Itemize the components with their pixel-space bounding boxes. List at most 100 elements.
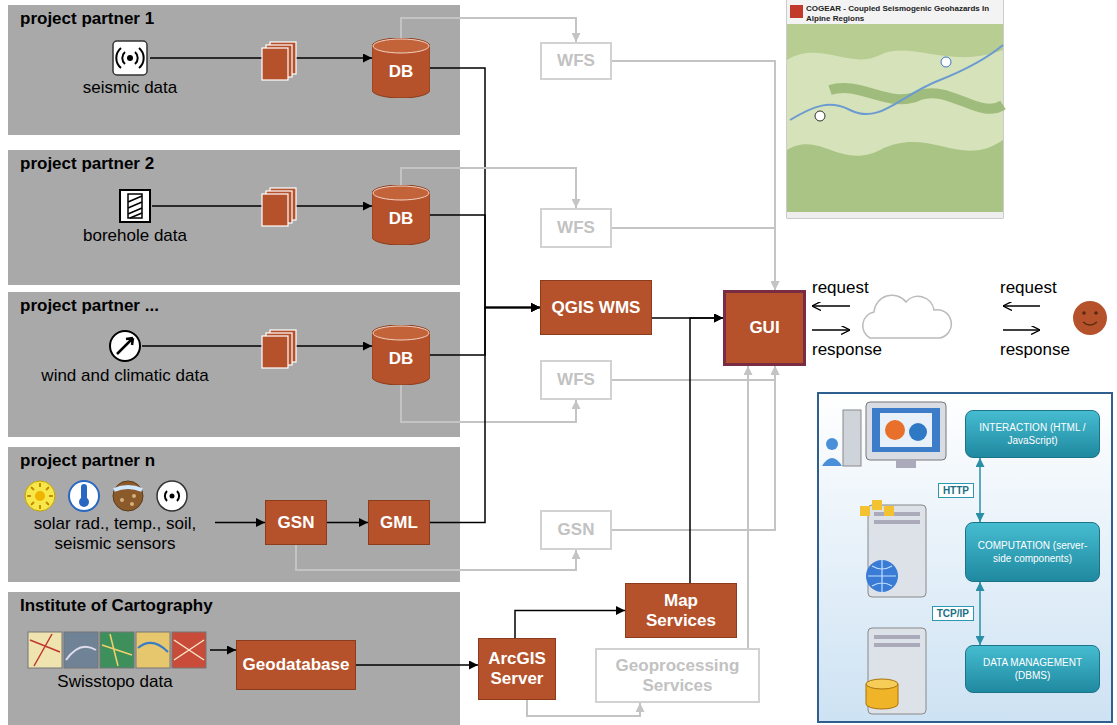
sensor-icons xyxy=(35,491,45,501)
connector xyxy=(515,611,625,639)
connector xyxy=(430,68,540,308)
network-cloud xyxy=(863,295,952,338)
sensor-icons xyxy=(69,481,99,511)
process-box: Map Services xyxy=(625,583,737,638)
node-text: GUI xyxy=(749,318,779,338)
map-tiles xyxy=(30,634,60,666)
client-computer xyxy=(896,460,916,468)
data-source: solar rad., temp., soil, seismic sensors xyxy=(15,478,215,573)
connector xyxy=(979,458,981,522)
client-computer xyxy=(872,408,940,452)
client-computer xyxy=(822,402,946,468)
node-text: DB xyxy=(389,341,414,369)
flow-label: request xyxy=(1000,278,1090,298)
map-screenshot xyxy=(790,45,1003,120)
borehole-icon xyxy=(128,196,142,218)
server-computer xyxy=(884,506,894,516)
server-computer xyxy=(860,500,926,597)
tier-box: INTERACTION (HTML / JavaScript) xyxy=(965,410,1100,458)
node-text: WFS xyxy=(557,370,595,390)
window-title: COGEAR - Coupled Seismogenic Geohazards … xyxy=(806,4,1000,24)
band-heading: project partner 1 xyxy=(20,9,448,29)
server-computer xyxy=(868,560,896,592)
protocol-label: TCP/IP xyxy=(932,606,974,621)
connector xyxy=(327,522,368,524)
map-tiles xyxy=(138,643,168,652)
node-text: DATA MANAGEMENT (DBMS) xyxy=(972,656,1093,682)
client-computer xyxy=(843,410,861,466)
user-face xyxy=(1094,311,1098,315)
client-computer xyxy=(826,438,838,450)
document-stack xyxy=(262,330,296,368)
node-text: wind and climatic data xyxy=(15,366,235,386)
flow-label: request xyxy=(812,278,902,298)
map-screenshot xyxy=(787,24,1003,212)
client-computer xyxy=(909,423,927,441)
tier-box: COMPUTATION (server-side components) xyxy=(965,522,1100,582)
server-computer xyxy=(866,560,898,592)
seismic-icon xyxy=(127,55,133,61)
node-text: Map Services xyxy=(630,591,732,631)
sensor-icons xyxy=(130,502,134,506)
map-tiles xyxy=(102,634,132,666)
partner-band: Institute of CartographySwisstopo data Ge… xyxy=(8,592,460,725)
band-heading: project partner n xyxy=(20,451,448,471)
partner-band: project partner ... wind and climatic dat… xyxy=(8,292,460,437)
request-response-arrows xyxy=(1003,329,1040,331)
connector xyxy=(527,700,640,716)
node-text: Geodatabase xyxy=(243,655,350,675)
cylinder-top xyxy=(373,326,429,340)
wind-icon xyxy=(110,331,140,361)
database-server xyxy=(874,643,920,647)
database-cylinder: DB xyxy=(372,325,430,385)
user-face xyxy=(1073,301,1107,335)
map-tiles xyxy=(174,640,204,660)
sensor-icons xyxy=(120,498,124,502)
flow-label: response xyxy=(1000,340,1090,360)
server-computer xyxy=(860,506,870,516)
connector xyxy=(401,385,576,422)
client-computer xyxy=(885,420,905,440)
service-box: WFS xyxy=(540,208,612,248)
map-screenshot xyxy=(787,212,1003,218)
user-face xyxy=(1073,301,1107,335)
sensor-icons xyxy=(132,494,136,498)
user-face xyxy=(1083,322,1097,325)
data-source: Swisstopo data xyxy=(20,630,210,720)
node-text: WFS xyxy=(557,51,595,71)
database-server xyxy=(874,635,920,639)
band-heading: project partner ... xyxy=(20,296,448,316)
wind-icon xyxy=(110,331,140,361)
cylinder-body xyxy=(372,325,430,385)
band-heading: Institute of Cartography xyxy=(20,596,448,616)
server-computer xyxy=(872,500,882,510)
band-heading: project partner 2 xyxy=(20,154,448,174)
document-stack xyxy=(262,336,288,368)
sensor-icons xyxy=(170,494,175,499)
connector xyxy=(356,664,478,666)
map-tiles xyxy=(64,632,98,668)
map-tiles xyxy=(66,647,96,660)
connector xyxy=(747,366,749,648)
map-tiles xyxy=(28,632,206,668)
node-text: INTERACTION (HTML / JavaScript) xyxy=(972,421,1093,447)
cylinder-top xyxy=(373,186,429,200)
cylinder-body xyxy=(372,185,430,245)
connector xyxy=(401,18,576,42)
server-computer xyxy=(874,520,920,524)
connector xyxy=(612,366,775,380)
borehole-icon xyxy=(120,190,150,222)
service-box: WFS xyxy=(540,42,612,80)
service-box: WFS xyxy=(540,360,612,400)
sensor-icons xyxy=(114,487,142,490)
connector xyxy=(401,168,576,208)
cylinder-top xyxy=(373,39,429,53)
map-screenshot xyxy=(787,140,1003,212)
sensor-icons xyxy=(25,481,55,511)
data-source: wind and climatic data xyxy=(15,328,235,413)
connector xyxy=(430,308,540,523)
map-screenshot xyxy=(941,57,951,67)
tier-box: DATA MANAGEMENT (DBMS) xyxy=(965,645,1100,693)
sensor-icons xyxy=(165,491,179,501)
node-text: Geoprocessing Services xyxy=(600,656,755,696)
